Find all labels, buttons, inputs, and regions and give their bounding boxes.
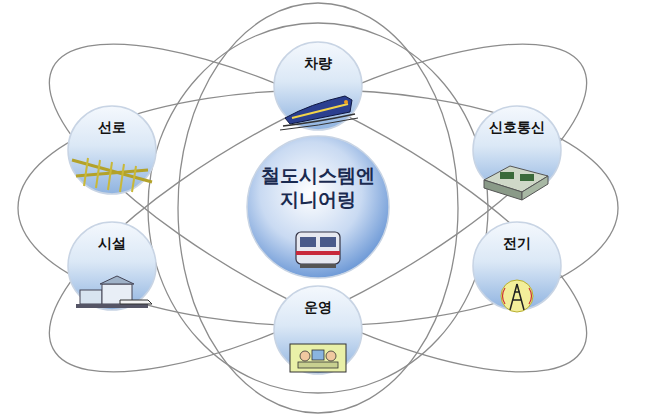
node-label: 전기: [472, 235, 562, 253]
operation-icon: [290, 344, 346, 372]
signal-icon: [484, 166, 548, 200]
node-label: 운영: [273, 299, 363, 317]
domain-circle: 전기: [472, 221, 562, 311]
node-label: 철도시스템엔 지니어링: [258, 164, 378, 212]
domain-circle: 선로: [67, 105, 157, 195]
domain-circle: 차량: [273, 41, 363, 131]
node-label: 신호통신: [472, 119, 562, 137]
node-label: 시설: [67, 235, 157, 253]
rail-icon: [72, 158, 152, 192]
facility-icon: [76, 276, 152, 308]
center-train-icon: [296, 232, 340, 268]
train-icon: [280, 96, 358, 130]
domain-circle: 운영: [273, 285, 363, 375]
domain-circle: 신호통신: [472, 105, 562, 195]
domain-circle: 시설: [67, 221, 157, 311]
center-circle: 철도시스템엔 지니어링: [246, 135, 390, 279]
node-label: 선로: [67, 119, 157, 137]
electric-icon: [501, 280, 533, 312]
node-label: 차량: [273, 55, 363, 73]
